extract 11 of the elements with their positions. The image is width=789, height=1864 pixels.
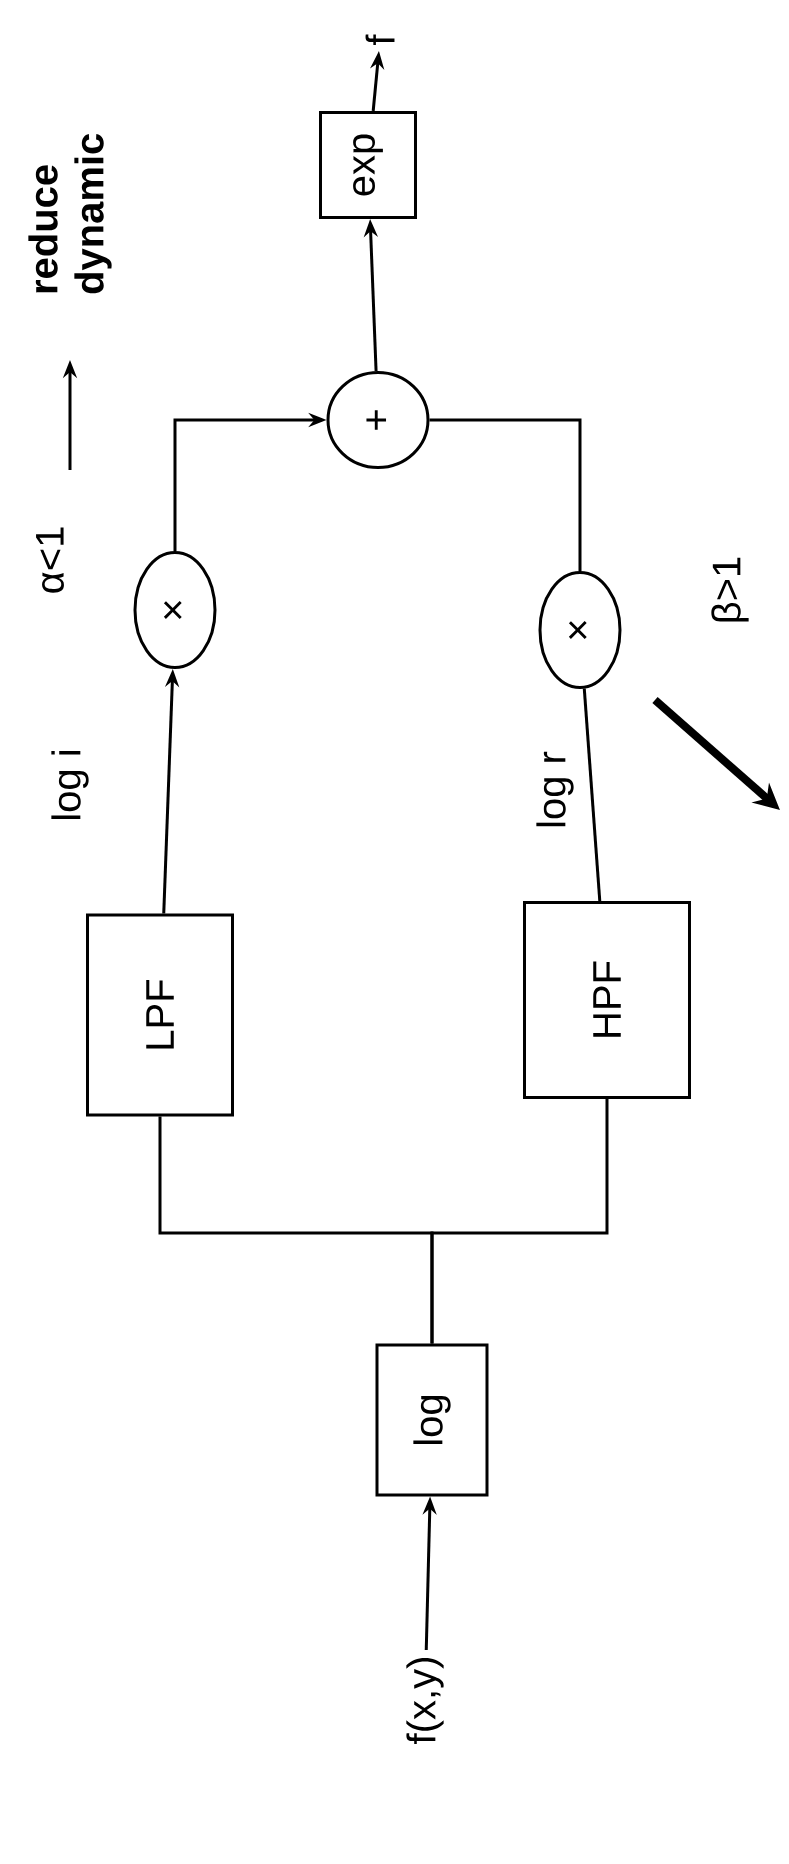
block-box: log [375, 1343, 489, 1497]
signal-label: f(x,y) [406, 1658, 444, 1744]
block-box: LPF [86, 913, 234, 1117]
signal-label: f [365, 34, 395, 45]
block-box: HPF [523, 901, 691, 1099]
note-text: reduce dynamic [28, 133, 112, 294]
block-box: exp [319, 111, 417, 219]
edge-label: log i [49, 746, 91, 824]
edge-label: log r [534, 749, 576, 831]
gain-label: β>1 [711, 557, 749, 622]
gain-label: α<1 [36, 527, 64, 593]
